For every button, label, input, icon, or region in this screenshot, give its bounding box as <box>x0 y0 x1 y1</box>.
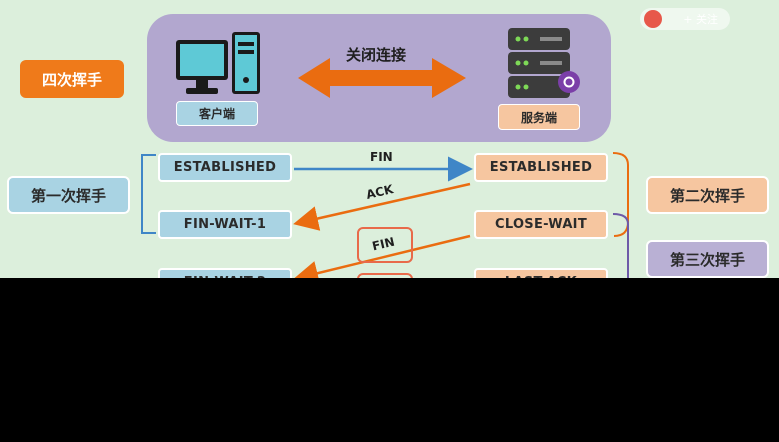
third-wave-badge: 第三次挥手 <box>646 240 769 278</box>
client-label: 客户端 <box>176 101 258 126</box>
close-connection-double-arrow <box>298 58 466 98</box>
ack-arrow-server-to-client <box>293 182 471 231</box>
server-label: 服务端 <box>498 104 580 130</box>
black-letterbox <box>0 278 779 442</box>
server-state-last-ack: LAST-ACK <box>474 268 608 278</box>
channel-logo-icon <box>644 10 662 28</box>
server-state-close-wait: CLOSE-WAIT <box>474 210 608 239</box>
four-way-handshake-diagram: 四次挥手 客户端 服务端 关闭连接 第一次挥手 第二次挥手 第三次挥手 <box>0 0 779 278</box>
client-computer-icon <box>176 32 260 94</box>
second-wave-badge: 第二次挥手 <box>646 176 769 214</box>
title-badge: 四次挥手 <box>20 60 124 98</box>
client-state-fin-wait-2: FIN-WAIT-2 <box>158 268 292 278</box>
fin-message-label-1: FIN <box>370 150 393 164</box>
message-arrows <box>293 156 473 278</box>
client-state-fin-wait-1: FIN-WAIT-1 <box>158 210 292 239</box>
follow-label: + 关注 <box>683 13 718 26</box>
follow-watermark[interactable]: + 关注 <box>640 8 730 30</box>
client-state-established: ESTABLISHED <box>158 153 292 182</box>
server-state-established: ESTABLISHED <box>474 153 608 182</box>
fin-highlight-box <box>357 227 413 263</box>
server-rack-icon <box>508 28 580 98</box>
bracket-lines <box>141 152 629 278</box>
ack-highlight-box <box>357 273 413 278</box>
fin-arrow-server-to-client <box>293 234 471 278</box>
first-wave-badge: 第一次挥手 <box>7 176 130 214</box>
close-connection-label: 关闭连接 <box>346 46 407 64</box>
